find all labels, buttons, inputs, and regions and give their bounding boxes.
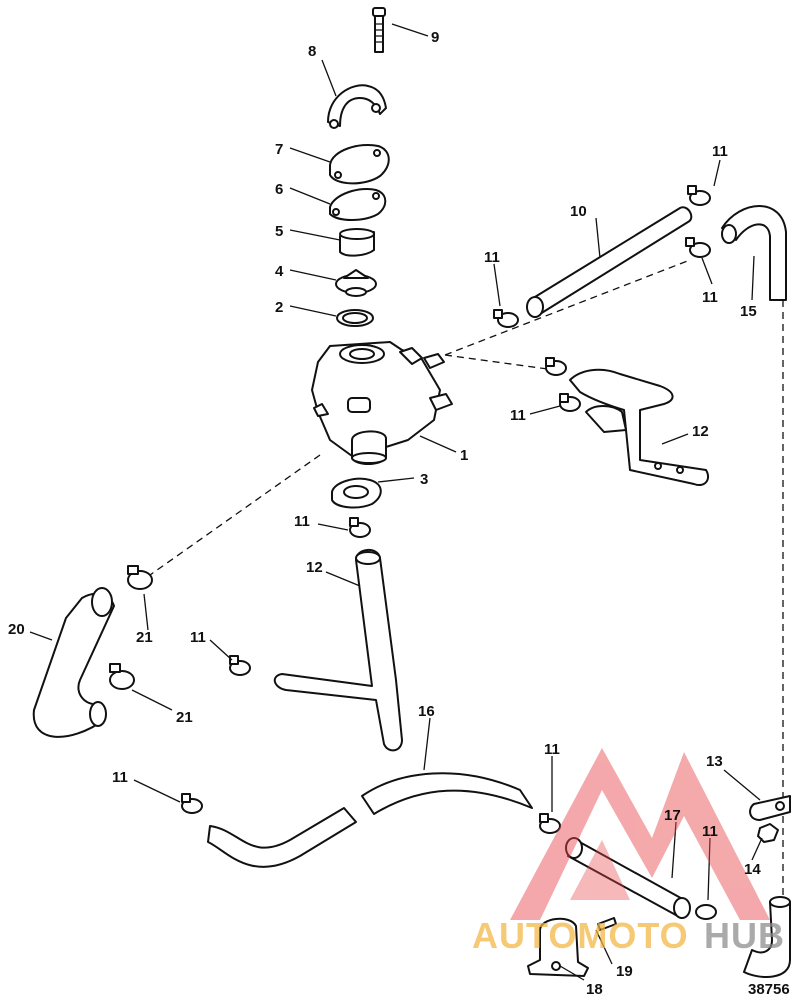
lower-elbow-part [743,896,791,978]
housing-gasket-part [331,477,382,509]
callout-4: 4 [275,263,284,280]
thermostat-housing-part [311,341,453,465]
callout-11g: 11 [112,769,128,786]
bracket-part [327,84,387,129]
callout-21a: 21 [136,629,153,646]
callout-11f: 11 [190,629,206,646]
clamp-11a [687,185,711,206]
hose-clamps [109,185,717,920]
callout-11h: 11 [544,741,560,758]
callout-7: 7 [275,141,283,158]
callout-9: 9 [431,29,439,46]
callout-3: 3 [420,471,428,488]
callout-21b: 21 [176,709,193,726]
callout-12a: 12 [692,423,709,440]
clamp-21b [109,663,135,690]
watermark-logo: AUTOMOTO HUB [472,748,785,956]
callout-8: 8 [308,43,316,60]
thermostat-cover-part [329,144,390,185]
thermostat-part [335,269,377,297]
clamp-11h [181,793,203,814]
callout-17: 17 [664,807,681,824]
callout-11a: 11 [712,143,728,160]
callout-14: 14 [744,861,761,878]
clamp-11f [349,517,371,538]
long-hose-part [207,772,533,868]
gasket-part [329,188,387,221]
clamp-11e [559,393,581,412]
formed-hose-center-part [273,549,403,752]
callout-15: 15 [740,303,757,320]
callout-19: 19 [616,963,633,980]
callout-20: 20 [8,621,25,638]
hardware-parts [527,795,791,977]
callout-1: 1 [460,447,468,464]
callout-11c: 11 [702,289,718,306]
formed-hose-right-part [569,368,710,486]
callout-12b: 12 [306,559,323,576]
callout-13: 13 [706,753,723,770]
straight-hose-part [526,206,693,318]
callout-5: 5 [275,223,283,240]
callout-16: 16 [418,703,435,720]
o-ring-part [336,309,374,327]
watermark-brand-a: AUTOMOTO [472,915,689,956]
bypass-hose-part [565,837,691,919]
callout-10: 10 [570,203,587,220]
callout-11d: 11 [510,407,526,424]
callout-11i: 11 [702,823,718,840]
watermark-mountain-outer [510,748,770,920]
callout-2: 2 [275,299,283,316]
u-hose-part [32,587,115,738]
watermark-brand-b: HUB [704,915,785,956]
callout-18: 18 [586,981,603,998]
callout-11b: 11 [484,249,500,266]
clamp-11j [695,904,717,920]
watermark-mountain-inner [570,840,630,900]
clamp-11i [539,813,561,834]
clamp-11c [493,309,519,328]
clamp-11d [545,357,567,376]
clamp-11b [685,237,711,258]
elbow-hose-upper-part [721,205,787,301]
assembly-dashed-lines [149,259,784,895]
bolt-part [372,7,386,53]
clamp-11g [229,655,251,676]
leader-lines [29,23,763,981]
callout-11e: 11 [294,513,310,530]
callout-6: 6 [275,181,283,198]
sleeve-part [339,228,375,257]
figure-number: 38756 [748,981,790,998]
clamp-21a [127,565,153,590]
callout-labels: 9 8 7 6 5 4 2 1 3 10 11 11 11 15 11 12 1… [8,29,761,998]
